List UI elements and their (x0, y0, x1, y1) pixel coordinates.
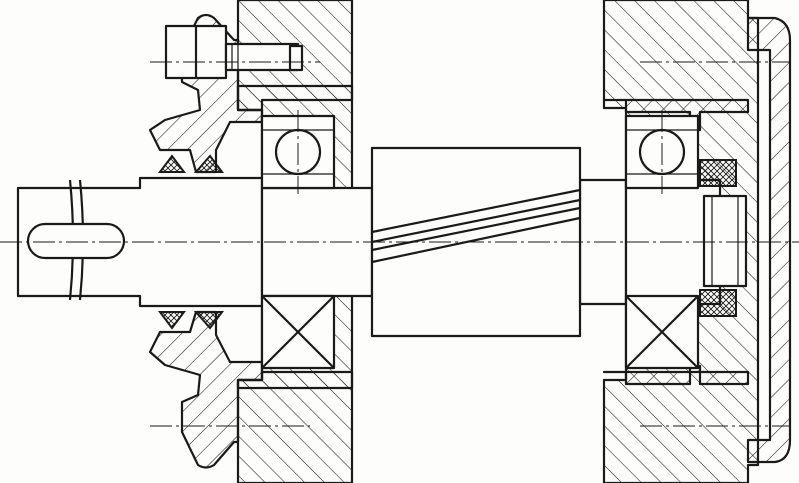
seals (158, 154, 224, 330)
centre-lines (0, 61, 799, 427)
keyway (26, 222, 126, 260)
bearing-roller-right (624, 294, 700, 370)
bearing-roller-left (260, 294, 336, 370)
bolt (164, 24, 304, 80)
locknut (699, 159, 748, 317)
end-cover-right (602, 16, 792, 464)
